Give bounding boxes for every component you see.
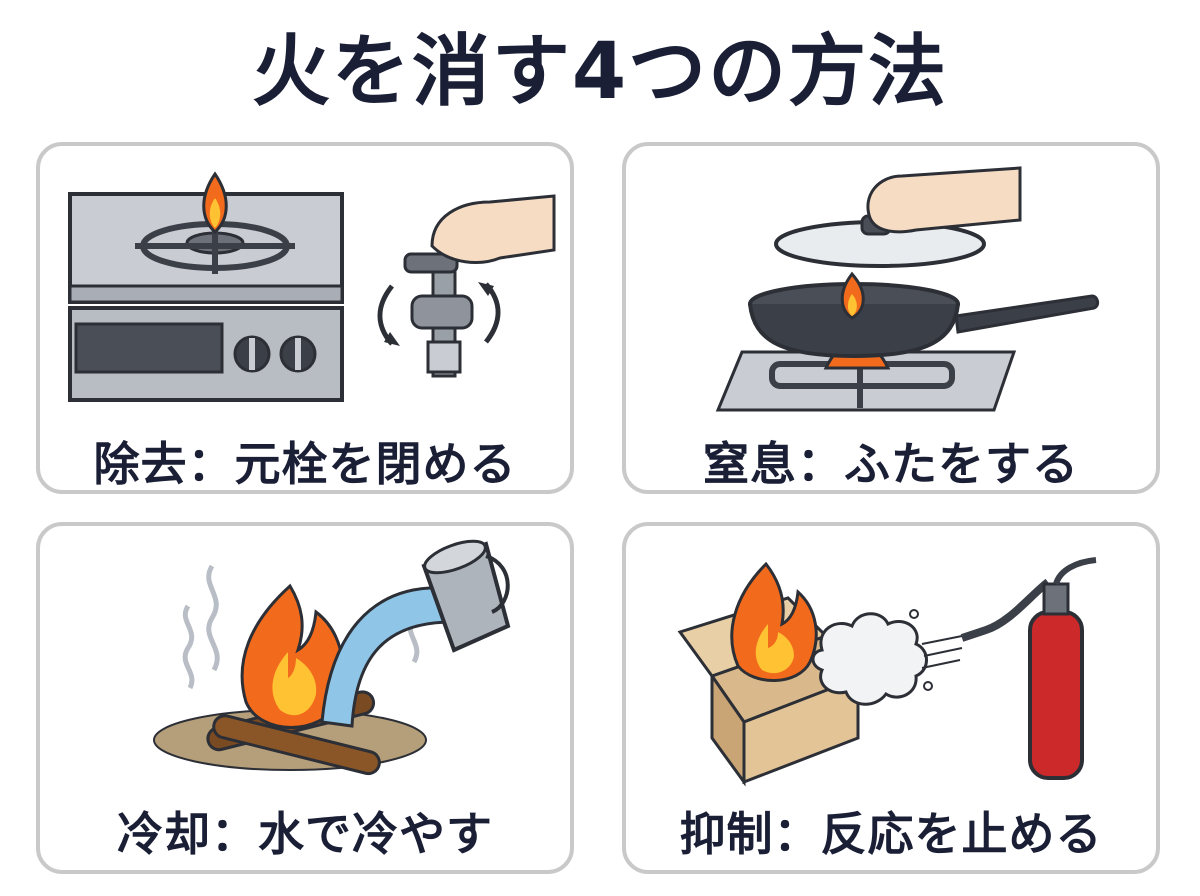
- panel-smothering: 窒息：ふたをする: [622, 142, 1160, 494]
- pan-lid-icon: [715, 166, 1100, 412]
- panel-removal-label: 除去：元栓を閉める: [93, 437, 517, 491]
- page-title: 火を消す4つの方法: [251, 27, 949, 117]
- water-on-campfire-icon: [153, 539, 511, 776]
- fire-extinguisher-icon: [677, 557, 1097, 787]
- panel-smothering-label: 窒息：ふたをする: [703, 437, 1079, 491]
- panel-suppression-label: 抑制：反応を止める: [679, 807, 1103, 861]
- panel-cooling-label: 冷却：水で冷やす: [117, 807, 493, 861]
- panel-removal: 除去：元栓を閉める: [36, 142, 574, 494]
- gas-stove-valve-icon: [68, 171, 556, 402]
- panel-suppression: 抑制：反応を止める: [622, 522, 1160, 874]
- panel-cooling: 冷却：水で冷やす: [36, 522, 574, 874]
